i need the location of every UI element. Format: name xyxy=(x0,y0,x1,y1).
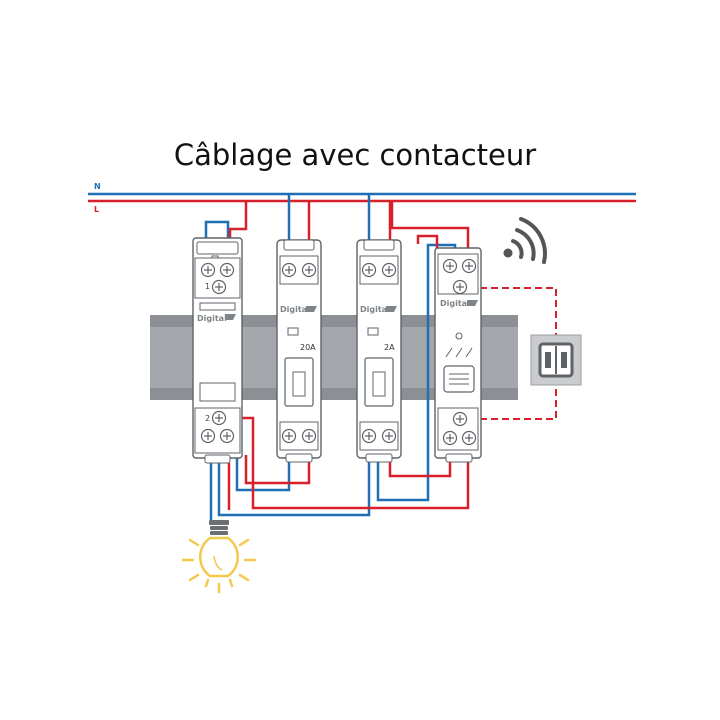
breaker-20a-brand: Digital xyxy=(280,305,310,314)
phase-label: L xyxy=(94,205,99,214)
wires-control xyxy=(469,287,557,420)
phase-bus: L xyxy=(88,199,636,214)
diagram-title: Câblage avec contacteur xyxy=(173,138,537,172)
neutral-bus: N xyxy=(88,182,636,196)
neutral-label: N xyxy=(94,182,101,191)
breaker-2a-rating: 2A xyxy=(384,343,395,352)
receiver-module: Digital xyxy=(434,247,482,463)
wireless-signal-icon xyxy=(503,217,547,264)
push-button-switch-icon xyxy=(530,334,582,386)
breaker-2a-brand: Digital xyxy=(360,305,390,314)
receiver-brand: Digital xyxy=(440,299,470,308)
breaker-20a-rating: 20A xyxy=(300,343,316,352)
wires-neutral xyxy=(204,194,457,520)
contactor-terminal-1-label: 1 xyxy=(205,282,210,291)
contactor-module: 1 Digital 2 xyxy=(192,237,243,464)
contactor-terminal-2-label: 2 xyxy=(205,414,210,423)
contactor-brand: Digital xyxy=(197,314,227,323)
breaker-20a-module: Digital 20A xyxy=(276,239,322,463)
light-bulb-icon xyxy=(181,520,257,594)
breaker-2a-module: Digital 2A xyxy=(356,239,402,463)
